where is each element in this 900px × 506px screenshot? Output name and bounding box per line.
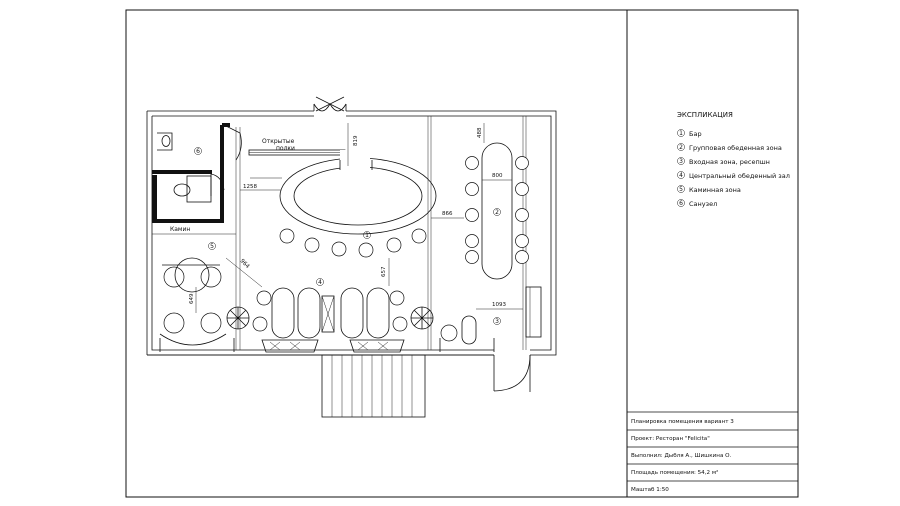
svg-text:6: 6	[196, 148, 200, 155]
zone-marker: 4	[316, 278, 324, 286]
svg-text:1: 1	[365, 232, 369, 239]
svg-text:3: 3	[679, 158, 683, 165]
legend-item: 6 Санузел	[677, 199, 717, 208]
svg-text:2: 2	[495, 209, 499, 216]
legend-item: 5 Каминная зона	[677, 185, 741, 194]
dim-488: 488	[477, 127, 483, 138]
zone-marker: 2	[493, 208, 501, 216]
open-shelves-label: Открытые	[262, 138, 295, 145]
svg-text:5: 5	[210, 243, 214, 250]
central-dining-tables	[252, 287, 408, 339]
svg-text:4: 4	[679, 172, 683, 179]
svg-text:6: 6	[679, 200, 683, 207]
svg-text:Групповая обеденная зона: Групповая обеденная зона	[689, 144, 782, 152]
svg-text:2: 2	[679, 144, 683, 151]
fireplace-chairs	[159, 257, 227, 346]
reception	[440, 286, 542, 345]
svg-text:1: 1	[679, 130, 683, 137]
zone-marker: 3	[493, 317, 501, 325]
dim-819: 819	[353, 135, 359, 146]
legend-title: ЭКСПЛИКАЦИЯ	[677, 111, 733, 119]
bathroom	[152, 123, 242, 223]
dim-657: 657	[381, 266, 387, 277]
fireplace-label: Камин	[170, 226, 190, 233]
svg-text:3: 3	[495, 318, 499, 325]
sheet-frame	[125, 9, 799, 498]
bar-stools	[279, 228, 427, 258]
bottom-bench-seats	[159, 338, 495, 353]
dim-800: 800	[492, 173, 503, 179]
open-shelves	[248, 149, 346, 156]
bottom-entrance-door	[493, 354, 531, 392]
zone-marker: 6	[194, 147, 202, 155]
authors: Выполнил: Дыбля А., Шишкина О.	[631, 453, 732, 459]
legend-item: 2 Групповая обеденная зона	[677, 143, 782, 152]
top-double-door	[313, 96, 347, 112]
plant-right	[410, 306, 434, 330]
group-dining-table	[465, 142, 529, 280]
dim-649: 649	[189, 293, 195, 304]
legend-item: 4 Центральный обеденный зал	[677, 171, 790, 180]
dimension-lines	[195, 123, 523, 313]
svg-text:Центральный обеденный зал: Центральный обеденный зал	[689, 172, 790, 180]
legend: ЭКСПЛИКАЦИЯ 1 Бар 2 Групповая обеденная …	[677, 111, 790, 208]
legend-item: 1 Бар	[677, 129, 702, 138]
dim-866: 866	[442, 211, 453, 217]
plan-title: Планировка помещения вариант 3	[631, 419, 734, 425]
dim-1093: 1093	[492, 302, 506, 308]
plant-left	[226, 306, 250, 330]
legend-item: 3 Входная зона, ресепшн	[677, 157, 770, 166]
svg-text:Входная зона, ресепшн: Входная зона, ресепшн	[689, 158, 770, 166]
drawing-scale: Маштаб 1:50	[631, 487, 669, 493]
dim-964: 964	[239, 258, 251, 270]
project-name: Проект: Ресторан "Felicita"	[631, 436, 710, 442]
svg-text:Санузел: Санузел	[689, 200, 717, 208]
svg-text:Бар: Бар	[689, 130, 702, 138]
svg-text:4: 4	[318, 279, 322, 286]
svg-text:Каминная зона: Каминная зона	[689, 186, 741, 194]
bar-counter	[279, 150, 437, 235]
title-block: Планировка помещения вариант 3 Проект: Р…	[627, 411, 798, 493]
floor-plan: 819 488 800 1258 866 964 657 649 1093 От…	[146, 96, 557, 418]
entrance-stairs	[321, 354, 426, 418]
zone-marker: 5	[208, 242, 216, 250]
open-shelves-label-2: полки	[276, 145, 295, 152]
svg-text:5: 5	[679, 186, 683, 193]
zone-marker: 1	[363, 231, 371, 239]
room-area: Площадь помещения: 54,2 м²	[631, 469, 718, 476]
dim-1258: 1258	[243, 184, 257, 190]
